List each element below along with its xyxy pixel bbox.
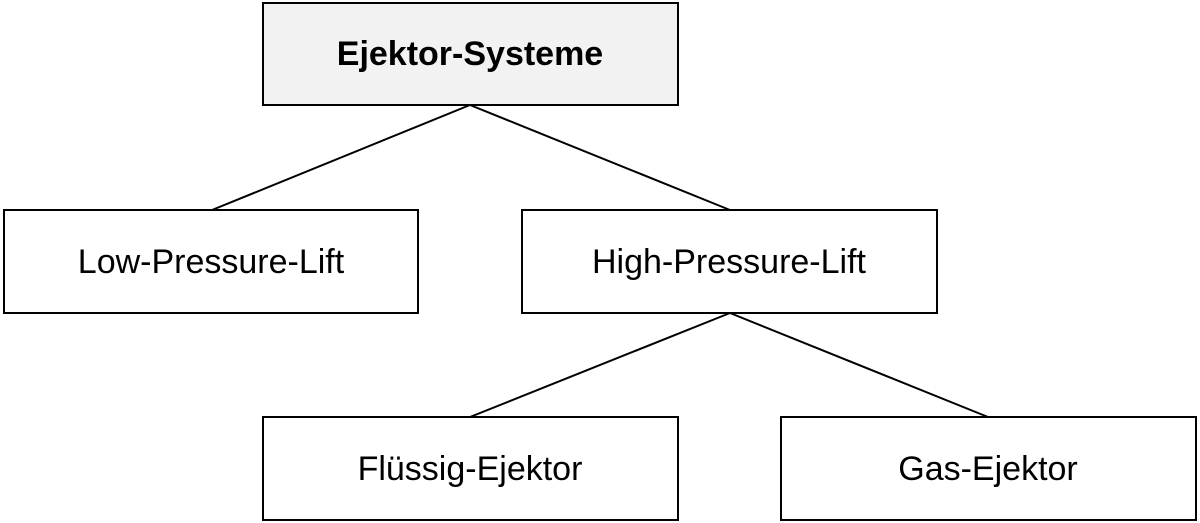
node-fluessig-ejektor: Flüssig-Ejektor (262, 416, 679, 521)
node-ejektor-systeme-box (262, 2, 679, 106)
edge-root-to-high-pressure-lift (469, 104, 731, 211)
node-low-pressure-lift-label: Low-Pressure-Lift (78, 243, 345, 281)
node-ejektor-systeme: Ejektor-Systeme (262, 2, 679, 106)
node-fluessig-ejektor-box (262, 416, 679, 521)
node-gas-ejektor-label: Gas-Ejektor (898, 450, 1078, 488)
edge-root-to-low-pressure-lift (211, 104, 471, 211)
node-high-pressure-lift: High-Pressure-Lift (521, 209, 938, 314)
node-high-pressure-lift-label: High-Pressure-Lift (592, 243, 867, 281)
node-low-pressure-lift-box (3, 209, 419, 314)
node-gas-ejektor: Gas-Ejektor (780, 416, 1197, 521)
node-high-pressure-lift-box (521, 209, 938, 314)
edge-high-pressure-lift-to-gas-ejektor (729, 312, 989, 418)
node-fluessig-ejektor-label: Flüssig-Ejektor (358, 450, 583, 488)
edge-high-pressure-lift-to-fluessig-ejektor (469, 312, 731, 418)
node-low-pressure-lift: Low-Pressure-Lift (3, 209, 419, 314)
node-ejektor-systeme-label: Ejektor-Systeme (337, 35, 603, 73)
node-gas-ejektor-box (780, 416, 1197, 521)
